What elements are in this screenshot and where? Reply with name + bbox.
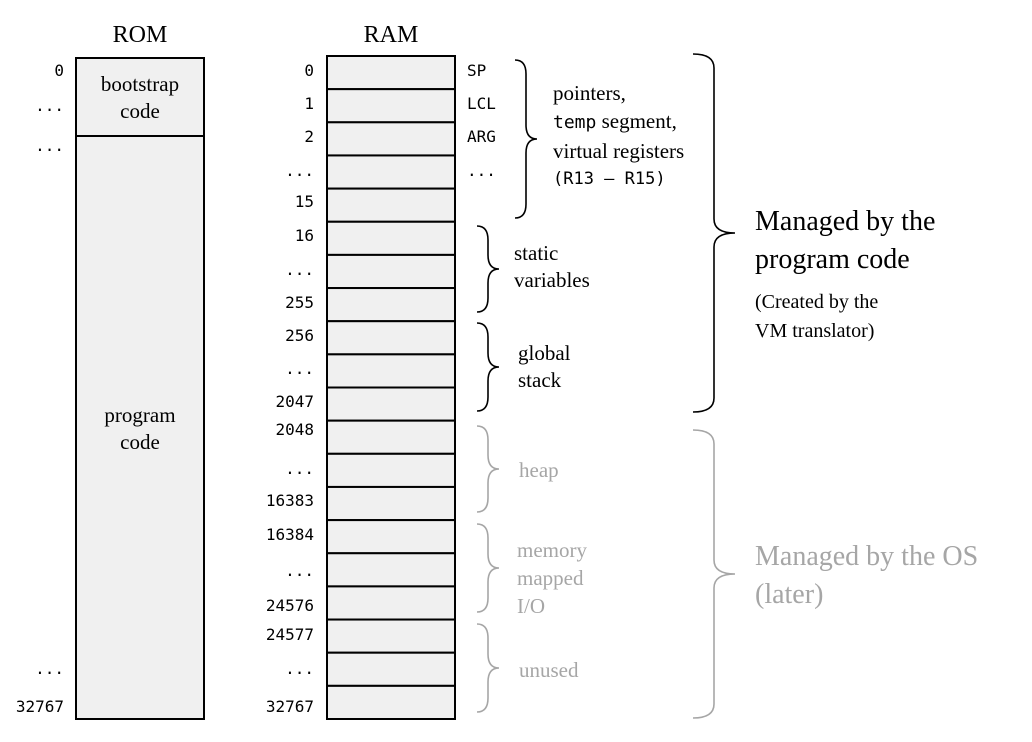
- ram-address: 24576: [265, 596, 314, 615]
- static-brace: [476, 225, 500, 313]
- register-label-ellipsis: ...: [467, 161, 496, 180]
- rom-address: ...: [35, 136, 64, 155]
- ram-register-cell: [326, 220, 456, 256]
- temp-keyword: temp: [553, 112, 597, 133]
- register-label-sp: SP: [467, 61, 487, 80]
- ram-register-cell: [326, 618, 456, 654]
- ram-register-cell: [326, 320, 456, 356]
- ram-address: 16384: [265, 525, 314, 544]
- global-stack-label: global stack: [518, 341, 571, 392]
- ram-register-cell: [326, 287, 456, 323]
- ram-address: ...: [285, 161, 314, 180]
- r13-r15-line: (R13 – R15): [553, 169, 666, 189]
- managed-by-os-title: Managed by the OS (later): [755, 541, 979, 610]
- ram-register-cell: [326, 187, 456, 223]
- ram-address: 16383: [265, 491, 314, 510]
- ram-register-cell: [326, 519, 456, 555]
- temp-segment-line: temp segment,: [553, 107, 684, 137]
- ram-address: 32767: [265, 697, 314, 716]
- ram-address: 255: [285, 293, 314, 312]
- ram-register-cell: [326, 552, 456, 588]
- rom-program-block: [75, 135, 205, 720]
- ram-register-cell: [326, 485, 456, 522]
- ram-register-cell: [326, 55, 456, 91]
- virtual-registers-line: virtual registers: [553, 139, 685, 163]
- rom-address: 32767: [15, 697, 64, 716]
- ram-register-cell: [326, 154, 456, 190]
- unused-label: unused: [519, 658, 579, 682]
- ram-register-cell: [326, 684, 456, 720]
- ram-address: 2: [304, 127, 314, 146]
- managed-by-program-title: Managed by the program code: [755, 206, 936, 275]
- group-braces: [476, 53, 736, 719]
- unused-brace: [476, 623, 500, 713]
- register-label-lcl: LCL: [467, 94, 496, 113]
- ram-title: RAM: [363, 22, 419, 48]
- ram-address: ...: [285, 659, 314, 678]
- ram-address: 2047: [275, 392, 314, 411]
- static-variables-label: static variables: [514, 241, 590, 292]
- ram-column: [326, 55, 456, 720]
- stack-brace: [476, 322, 500, 412]
- ram-address: 256: [285, 326, 314, 345]
- ram-address: ...: [285, 561, 314, 580]
- rom-address: 0: [54, 61, 64, 80]
- created-by-vm-translator-note: (Created by the VM translator): [755, 291, 879, 342]
- heap-label: heap: [519, 458, 559, 482]
- pointers-group-label: pointers, temp segment, virtual register…: [553, 79, 684, 193]
- register-label-arg: ARG: [467, 127, 496, 146]
- ram-address: 1: [304, 94, 314, 113]
- rom-title: ROM: [112, 22, 168, 48]
- ram-address: ...: [285, 260, 314, 279]
- ram-register-cell: [326, 121, 456, 157]
- pointers-brace: [514, 59, 538, 219]
- memory-mapped-io-label: memory mapped I/O: [517, 538, 587, 618]
- program-managed-brace: [692, 53, 736, 413]
- ram-register-cell: [326, 253, 456, 290]
- ram-register-cell: [326, 353, 456, 389]
- heap-brace: [476, 425, 500, 513]
- ram-address: ...: [285, 459, 314, 478]
- rom-address: ...: [35, 96, 64, 115]
- rom-bootstrap-block: [75, 57, 205, 137]
- ram-register-cell: [326, 88, 456, 124]
- ram-address: ...: [285, 359, 314, 378]
- os-managed-brace: [692, 429, 736, 719]
- ram-register-cell: [326, 452, 456, 488]
- ram-address: 2048: [275, 420, 314, 439]
- io-brace: [476, 523, 500, 613]
- rom-address: ...: [35, 659, 64, 678]
- pointers-line: pointers,: [553, 81, 626, 105]
- rom-bootstrap-label: bootstrap code: [100, 72, 180, 123]
- ram-register-cell: [326, 651, 456, 687]
- rom-column: [75, 57, 205, 720]
- ram-address: 0: [304, 61, 314, 80]
- segment-word: segment,: [601, 109, 677, 133]
- ram-register-cell: [326, 419, 456, 455]
- rom-program-label: program code: [104, 403, 176, 454]
- ram-address: 24577: [265, 625, 314, 644]
- ram-register-cell: [326, 585, 456, 621]
- ram-register-cell: [326, 386, 456, 422]
- ram-address: 16: [294, 226, 314, 245]
- ram-address: 15: [294, 192, 314, 211]
